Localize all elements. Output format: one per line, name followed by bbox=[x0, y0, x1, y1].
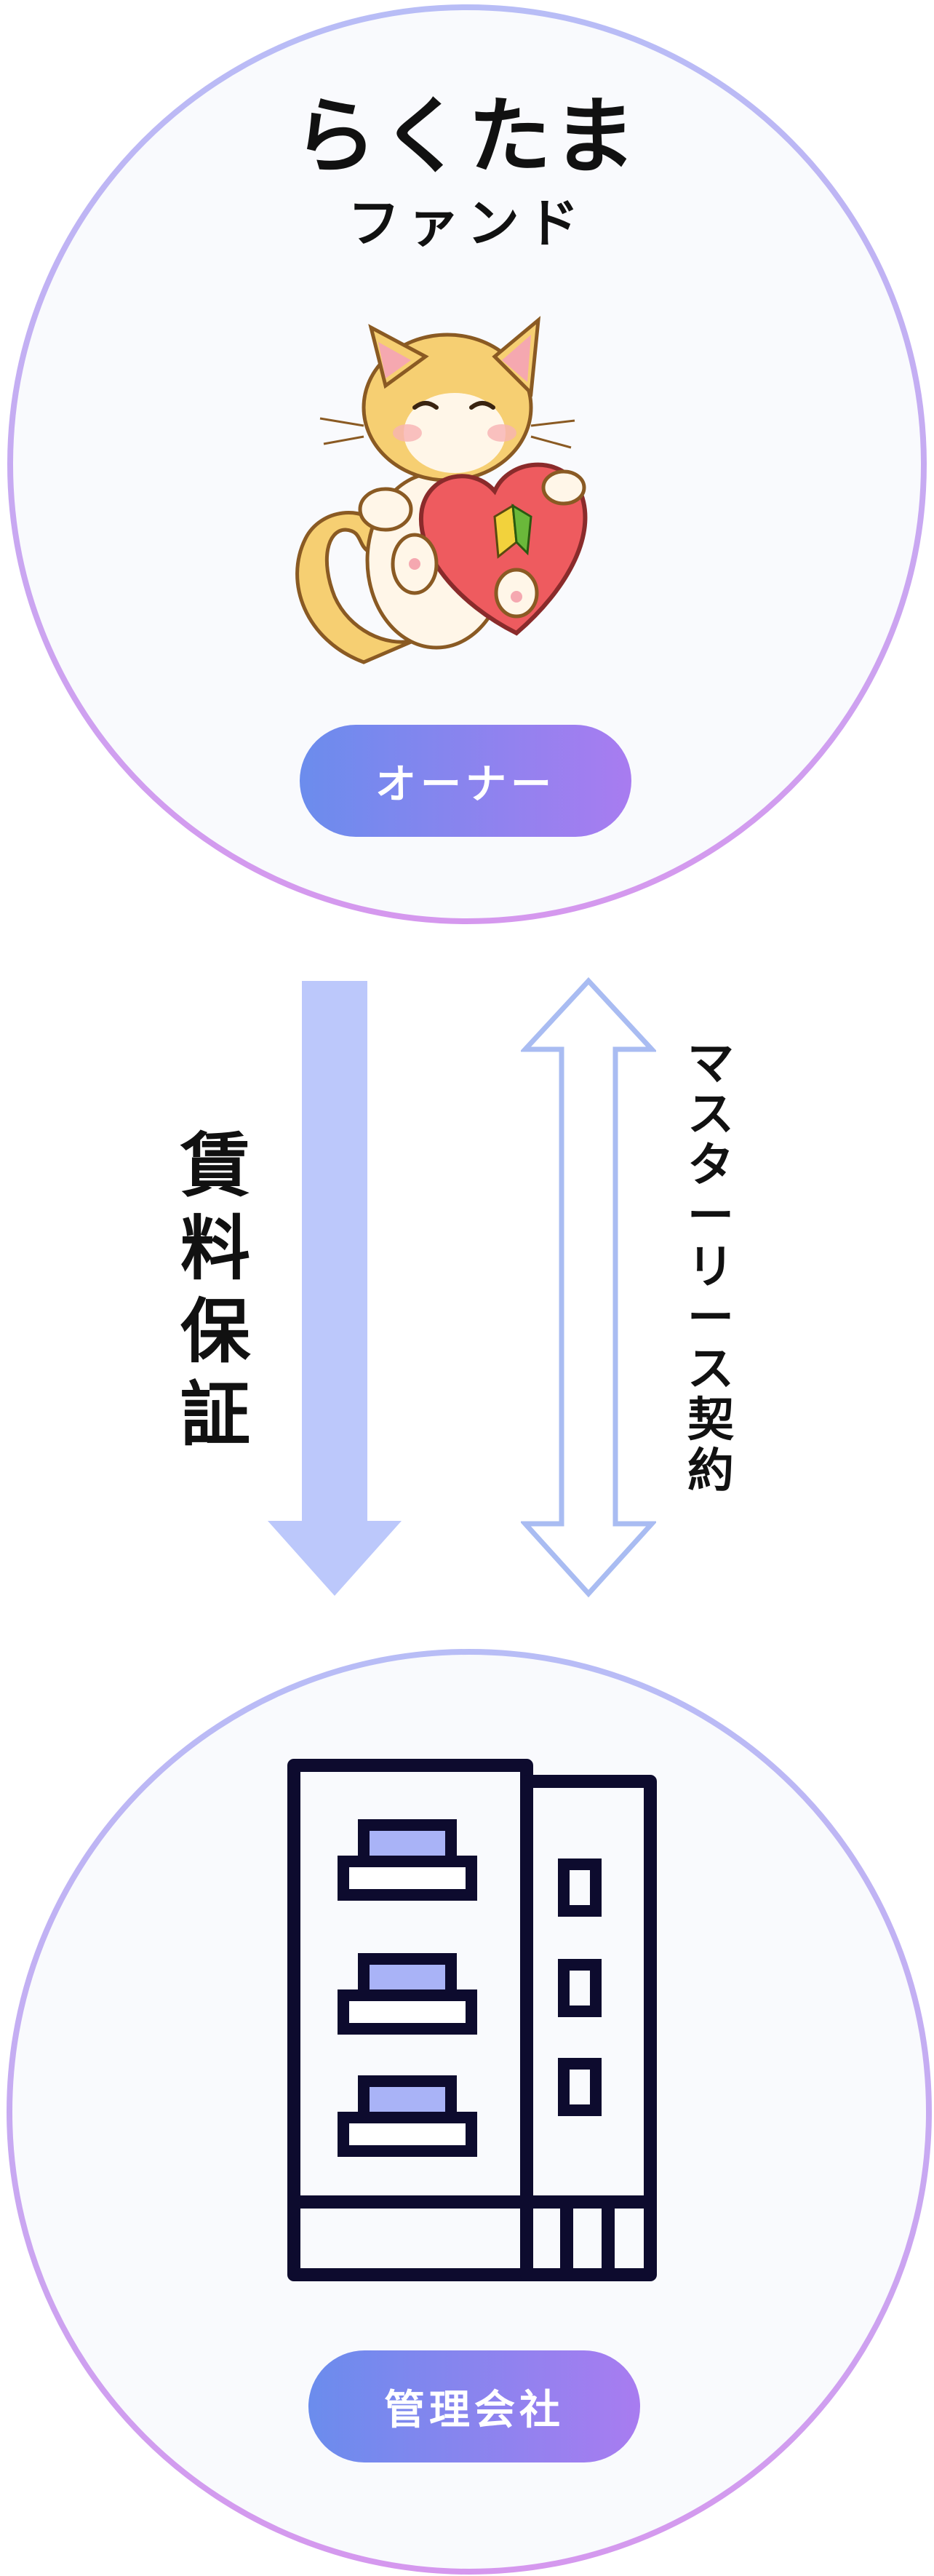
rent-guarantee-label: 賃 料 保 証 bbox=[180, 1125, 250, 1455]
rent-guarantee-arrow-icon bbox=[268, 981, 402, 1596]
brand-title: らくたま bbox=[293, 88, 641, 185]
master-lease-label: マ ス タ ー リ ー ス 契 約 bbox=[687, 1037, 734, 1498]
master-lease-double-arrow-icon bbox=[521, 977, 656, 1598]
owner-role-badge: オーナー bbox=[300, 725, 631, 837]
office-building-icon bbox=[287, 1759, 657, 2281]
brand-subtitle: ファンド bbox=[347, 193, 586, 254]
cat-holding-heart-icon bbox=[295, 316, 588, 664]
management-role-badge: 管理会社 bbox=[308, 2350, 640, 2462]
